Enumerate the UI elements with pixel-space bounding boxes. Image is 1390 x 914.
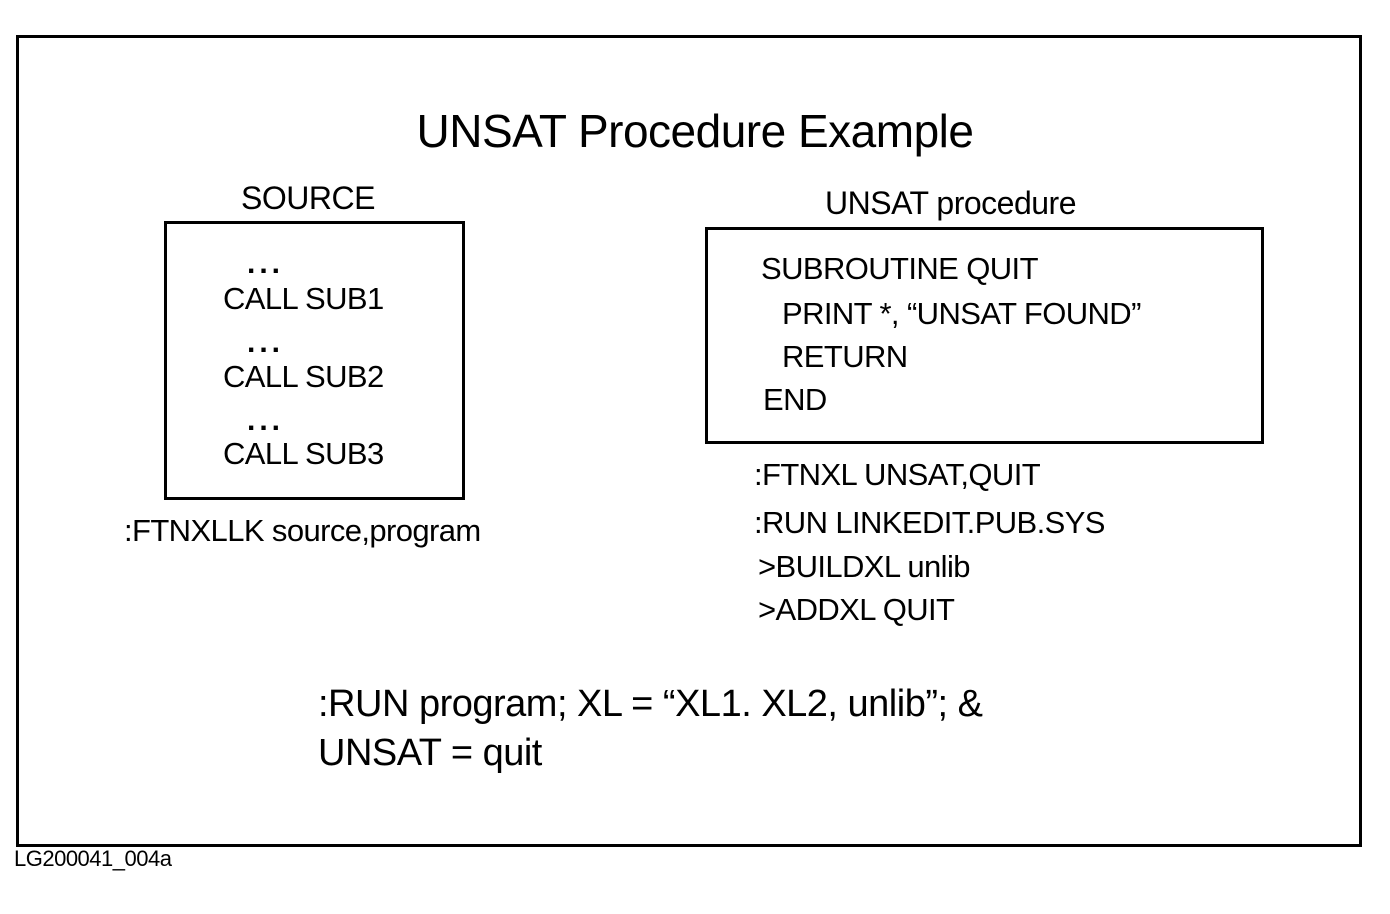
source-ellipsis-2: ... — [247, 326, 285, 359]
code-line-print: PRINT *, “UNSAT FOUND” — [782, 296, 1141, 331]
unsat-command-ftnxl: :FTNXL UNSAT,QUIT — [754, 457, 1041, 492]
code-line-subroutine: SUBROUTINE QUIT — [761, 251, 1039, 286]
figure-frame — [16, 35, 1362, 847]
code-line-end: END — [763, 382, 827, 417]
unsat-command-run-linkedit: :RUN LINKEDIT.PUB.SYS — [754, 505, 1105, 540]
unsat-command-addxl: >ADDXL QUIT — [758, 592, 955, 627]
source-compile-command: :FTNXLLK source,program — [124, 513, 481, 548]
run-command-line-2: UNSAT = quit — [318, 732, 542, 774]
source-call-sub1: CALL SUB1 — [223, 281, 384, 316]
unsat-procedure-label: UNSAT procedure — [825, 185, 1076, 221]
source-box: ... CALL SUB1 ... CALL SUB2 ... CALL SUB… — [164, 221, 465, 500]
source-call-sub3: CALL SUB3 — [223, 436, 384, 471]
source-ellipsis-3: ... — [247, 404, 285, 437]
source-call-sub2: CALL SUB2 — [223, 359, 384, 394]
source-ellipsis-1: ... — [247, 247, 285, 280]
run-command-line-1: :RUN program; XL = “XL1. XL2, unlib”; & — [318, 683, 983, 725]
figure-title: UNSAT Procedure Example — [416, 105, 974, 157]
source-label: SOURCE — [241, 180, 375, 216]
unsat-command-buildxl: >BUILDXL unlib — [758, 549, 970, 584]
unsat-procedure-box: SUBROUTINE QUIT PRINT *, “UNSAT FOUND” R… — [705, 227, 1264, 444]
figure-id: LG200041_004a — [14, 846, 172, 871]
code-line-return: RETURN — [782, 339, 908, 374]
